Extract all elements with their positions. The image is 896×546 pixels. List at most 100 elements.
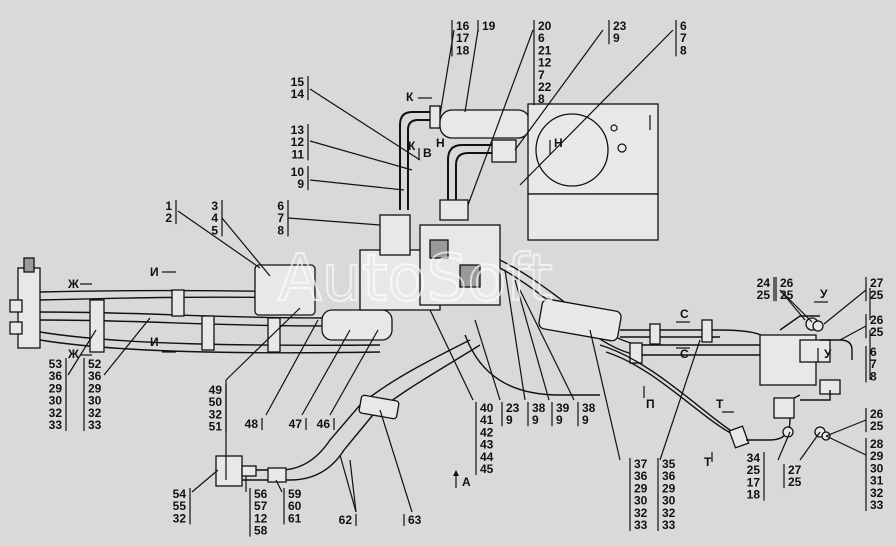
callout-number: 30 (662, 494, 676, 508)
callout-number: 25 (788, 475, 802, 489)
callout-number: 25 (870, 325, 884, 339)
callout-number: 53 (49, 357, 63, 371)
callout-number: 1 (165, 199, 172, 213)
callout-c3: 345 (211, 199, 223, 237)
callout-number: 19 (482, 19, 496, 33)
callout-number: 58 (254, 524, 268, 538)
callout-c19: 19 (477, 19, 496, 33)
view-markers: К К В Н Н Ж Ж И И С С У У П Т Т А (67, 90, 832, 489)
callout-c23b: 239 (501, 401, 520, 427)
callout-number: 9 (506, 413, 513, 427)
view-marker-zh: Ж (67, 277, 79, 291)
callout-number: 38 (582, 401, 596, 415)
callout-number: 14 (291, 87, 305, 101)
view-marker-i: И (150, 335, 159, 349)
callout-number: 46 (317, 417, 331, 431)
view-marker-k: К (406, 90, 414, 104)
callout-number: 6 (538, 31, 545, 45)
callout-number: 25 (780, 288, 794, 302)
callout-number: 32 (209, 407, 223, 421)
callout-number: 45 (480, 462, 494, 476)
callout-number: 50 (209, 395, 223, 409)
filter-housing (321, 309, 393, 341)
elbow-fitting (491, 139, 517, 163)
callout-number: 28 (870, 437, 884, 451)
callout-number: 12 (291, 135, 305, 149)
callout-number: 27 (870, 276, 884, 290)
callout-number: 12 (254, 511, 268, 525)
callout-number: 29 (88, 381, 102, 395)
callout-c39: 399 (551, 401, 570, 427)
callout-number: 9 (613, 31, 620, 45)
callout-number: 6 (680, 19, 687, 33)
callout-number: 10 (291, 165, 305, 179)
callout-number: 17 (456, 31, 470, 45)
pump-unit (254, 264, 316, 316)
callout-number: 25 (747, 463, 761, 477)
callout-number: 4 (211, 211, 218, 225)
left-connector-cap (23, 257, 35, 273)
callout-number: 33 (634, 518, 648, 532)
callout-number: 36 (662, 469, 676, 483)
view-marker-zh: Ж (67, 347, 79, 361)
callout-number: 26 (780, 276, 794, 290)
callout-number: 30 (88, 394, 102, 408)
callout-number: 9 (582, 413, 589, 427)
view-marker-k: К (408, 139, 416, 153)
callout-number: 9 (297, 177, 304, 191)
callout-number: 26 (870, 407, 884, 421)
callout-number: 56 (254, 487, 268, 501)
callout-number: 17 (747, 475, 761, 489)
callout-number: 33 (49, 418, 63, 432)
callout-number: 33 (870, 498, 884, 512)
callout-number: 62 (339, 513, 353, 527)
callout-c6t: 678 (675, 19, 687, 57)
callout-c46: 46 (317, 417, 335, 431)
callout-c6r: 678 (865, 345, 877, 383)
callout-number: 32 (870, 486, 884, 500)
callout-number: 39 (556, 401, 570, 415)
callout-number: 43 (480, 438, 494, 452)
callout-number: 7 (277, 211, 284, 225)
view-marker-t: Т (704, 455, 712, 469)
callout-number: 7 (538, 68, 545, 82)
callout-number: 60 (288, 499, 302, 513)
view-marker-p: П (646, 397, 655, 411)
hose-clamp-left (89, 299, 105, 353)
callout-number: 23 (613, 19, 627, 33)
valve-manifold (538, 298, 622, 342)
callout-number: 54 (173, 487, 187, 501)
callout-number: 32 (662, 506, 676, 520)
callout-c6m: 678 (277, 199, 289, 237)
callout-number: 55 (173, 499, 187, 513)
callout-number: 5 (211, 223, 218, 237)
callout-number: 36 (634, 469, 648, 483)
view-marker-i: И (150, 265, 159, 279)
callout-number: 23 (506, 401, 520, 415)
view-marker-s: С (680, 347, 689, 361)
callout-number: 16 (456, 19, 470, 33)
callout-number: 8 (538, 92, 545, 106)
callout-number: 41 (480, 413, 494, 427)
callout-number: 18 (747, 488, 761, 502)
callout-number: 24 (757, 276, 771, 290)
view-marker-n: Н (436, 136, 445, 150)
callout-c10: 109 (291, 165, 309, 191)
callout-number: 21 (538, 43, 552, 57)
callout-number: 32 (49, 406, 63, 420)
